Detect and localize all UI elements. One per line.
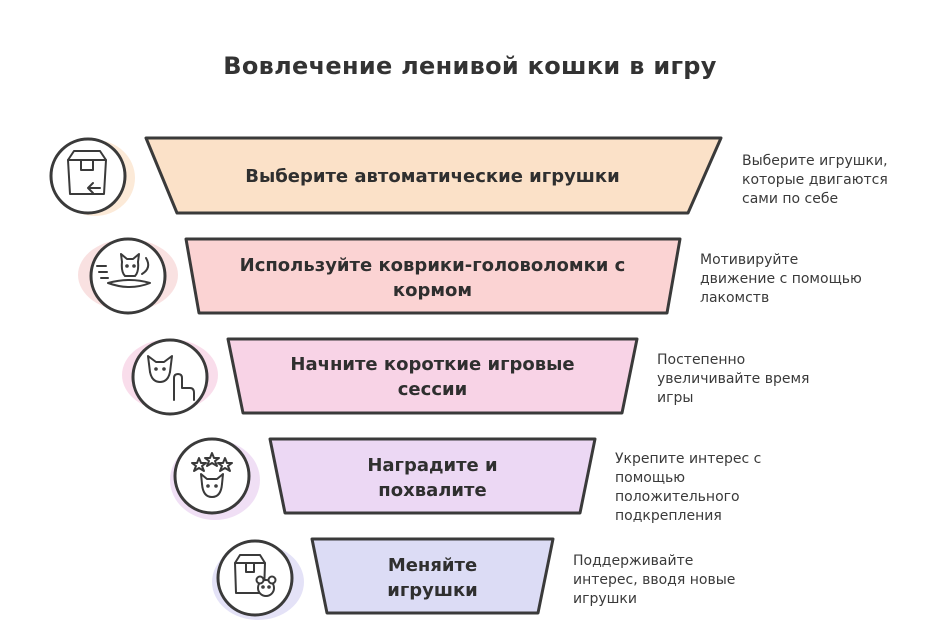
step-2-band xyxy=(184,237,682,315)
step-1-description: Выберите игрушки, которые двигаются сами… xyxy=(742,153,888,207)
stars-cat-icon xyxy=(173,437,251,515)
step-1-label: Выберите автоматические игрушки xyxy=(245,165,620,187)
box-mouse-icon xyxy=(216,539,294,617)
step-2-label: Используйте коврики-головоломки с кормом xyxy=(239,255,626,301)
step-3-label: Начните короткие игровые сессии xyxy=(290,354,575,400)
step-2-description: Мотивируйте движение с помощью лакомств xyxy=(700,252,862,306)
step-4-label: Наградите и похвалите xyxy=(367,455,498,501)
step-5-band xyxy=(310,537,555,615)
cat-hand-icon xyxy=(131,338,209,416)
box-return-icon xyxy=(49,137,127,215)
step-1-band xyxy=(144,136,723,215)
step-5-description: Поддерживайте интерес, вводя новые игруш… xyxy=(573,553,736,607)
step-3-band xyxy=(226,337,639,415)
step-4-description: Укрепите интерес с помощью положительног… xyxy=(615,451,762,524)
diagram-title: Вовлечение ленивой кошки в игру xyxy=(223,52,717,80)
step-3-description: Постепенно увеличивайте время игры xyxy=(657,352,810,406)
step-4-band xyxy=(268,437,597,515)
step-5-label: Меняйте игрушки xyxy=(387,555,478,601)
cat-on-mat-icon xyxy=(89,237,167,315)
